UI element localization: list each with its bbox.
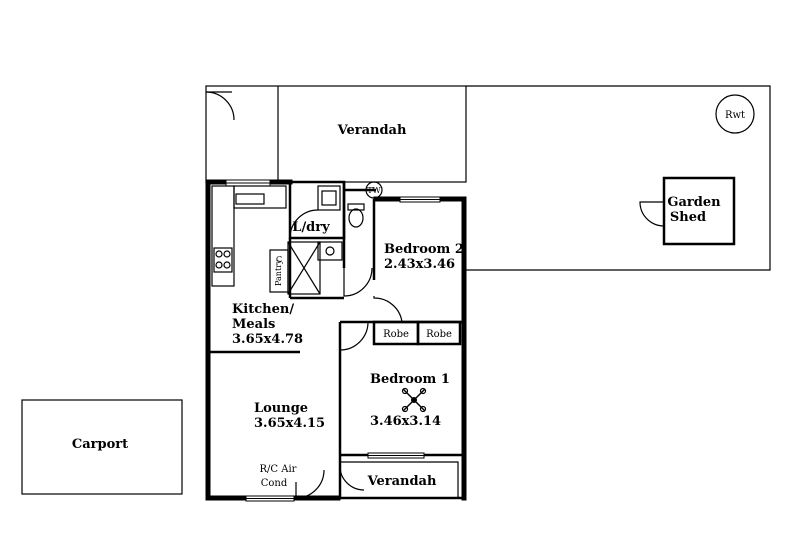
- air-cond-label-2: Cond: [261, 478, 288, 489]
- bedroom2-size: 2.43x3.46: [384, 257, 455, 272]
- carport: [21, 399, 183, 495]
- windows: [225, 179, 441, 502]
- front-verandah: [340, 461, 459, 498]
- hot-water-unit: TW: [365, 181, 383, 199]
- lounge-name: Lounge: [254, 401, 308, 416]
- pantry-label: Pantry: [274, 259, 283, 286]
- verandah-rear-label: Verandah: [337, 123, 407, 138]
- laundry-fittings: [289, 185, 365, 261]
- door-swings: [295, 267, 403, 499]
- verandah-front-label: Verandah: [367, 474, 437, 489]
- bedroom1-size: 3.46x3.14: [370, 414, 441, 429]
- rwt-label: Rwt: [725, 110, 745, 121]
- laundry-label: L/dry: [292, 220, 330, 235]
- robes: [372, 320, 462, 346]
- kitchen-name-1: Kitchen/: [232, 302, 294, 317]
- bedroom1-name: Bedroom 1: [370, 372, 450, 387]
- lounge-size: 3.65x4.15: [254, 416, 325, 431]
- kitchen-size: 3.65x4.78: [232, 332, 303, 347]
- robe-label-2: Robe: [426, 329, 452, 340]
- rainwater-tank: Rwt: [715, 94, 755, 134]
- air-cond-label-1: R/C Air: [260, 464, 297, 475]
- tw-label: TW: [367, 186, 381, 195]
- robe-label-1: Robe: [383, 329, 409, 340]
- carport-label: Carport: [72, 437, 128, 452]
- bedroom2-name: Bedroom 2: [384, 242, 464, 257]
- cupboard-label: C: [276, 255, 282, 264]
- garden-shed-label-2: Shed: [670, 210, 706, 225]
- garden-shed-label-1: Garden: [667, 195, 721, 210]
- ceiling-fan-icon: [401, 387, 427, 413]
- kitchen-name-2: Meals: [232, 317, 275, 332]
- garden-shed: Garden Shed: [639, 176, 736, 246]
- kitchen-fittings: [211, 185, 321, 295]
